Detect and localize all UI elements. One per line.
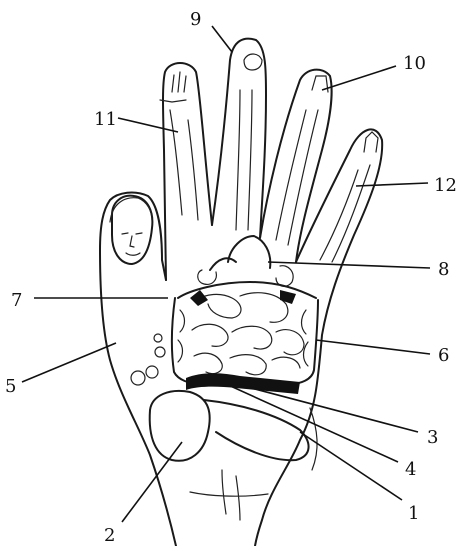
dark-bands [186,290,300,394]
leader-3 [236,384,418,432]
label-4: 4 [405,459,416,480]
label-6: 6 [438,345,449,366]
leader-12 [356,183,428,186]
label-1: 1 [408,503,419,524]
label-10: 10 [403,53,426,74]
leader-11 [118,118,178,132]
leader-8 [268,262,430,268]
thumb-face [110,196,152,264]
label-8: 8 [438,259,449,280]
leader-10 [322,66,396,90]
palm-head-area [198,236,293,286]
thumb-pad-marks [131,334,165,385]
label-3: 3 [427,427,438,448]
finger-details [170,90,370,262]
label-5: 5 [5,376,16,397]
label-2: 2 [104,525,115,546]
label-7: 7 [11,290,22,311]
leader-2 [122,442,182,522]
label-12: 12 [434,175,457,196]
label-9: 9 [190,9,201,30]
hand-outline [100,39,382,546]
leader-9 [212,26,232,52]
leader-1 [300,432,402,500]
leader-6 [316,340,430,354]
label-11: 11 [94,109,117,130]
number-labels: 1 2 3 4 5 6 7 8 9 10 11 12 [5,9,457,546]
leader-5 [22,343,116,382]
